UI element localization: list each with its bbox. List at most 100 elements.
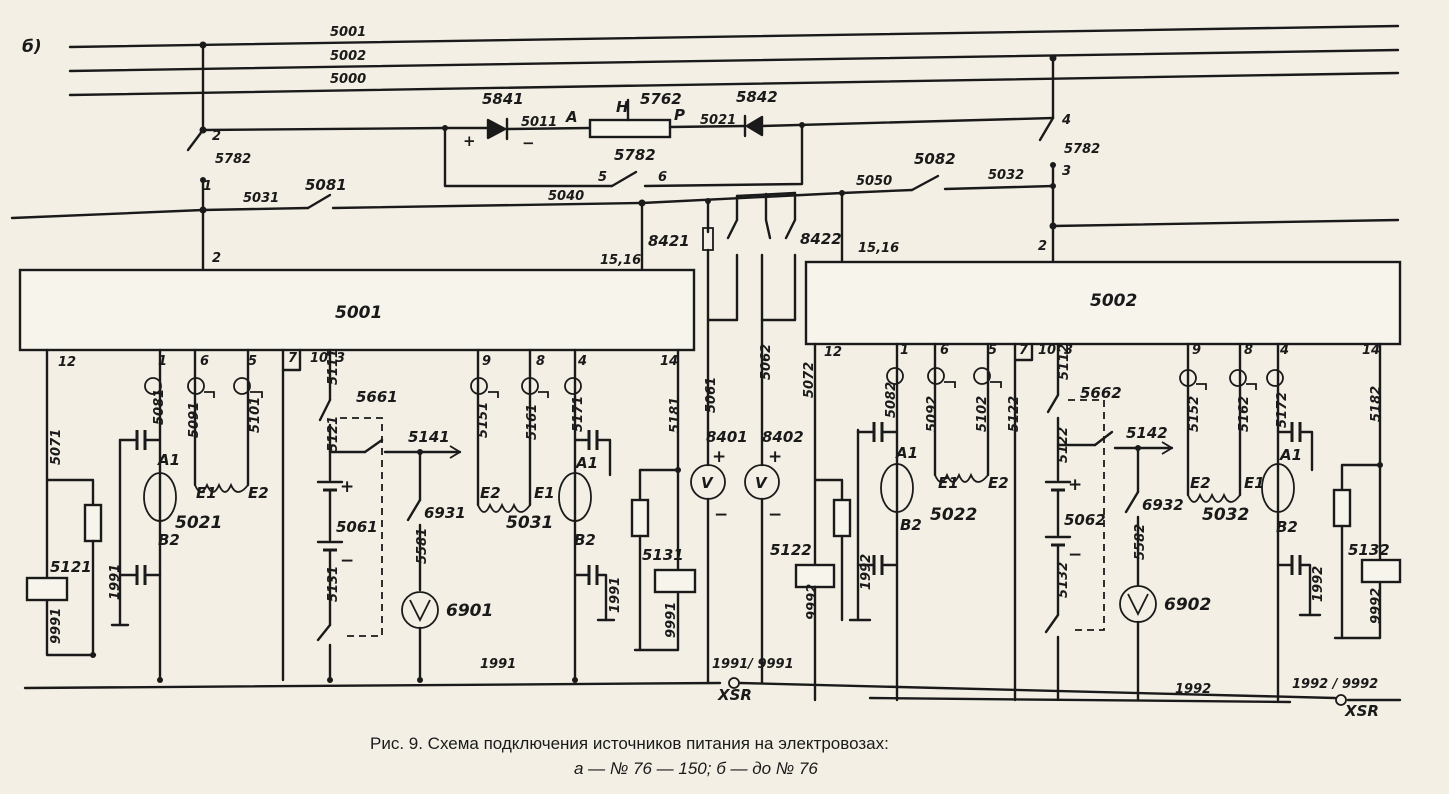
right-gen2-A1: А1 [1279,446,1302,464]
caption-line-1: Рис. 9. Схема подключения источников пит… [370,734,889,753]
right-gen-E2: Е2 [988,474,1009,492]
left-wire-9991b: 9991 [664,602,679,638]
block1-pins-15-16: 15,16 [600,253,641,268]
voltmeter-8401-label: 8401 [706,428,748,446]
left-wire-5071: 5071 [49,429,64,465]
xsr-left-label: XSR [717,686,752,704]
left-switch-6931: 6931 [424,504,466,522]
voltmeter-2-plus: + [768,447,782,467]
voltmeter-8402-label: 8402 [762,428,804,446]
left-pin-4: 4 [577,354,587,369]
right-lamp-label: 6902 [1164,595,1211,615]
left-wire-1991: 1991 [108,564,123,600]
left-pin-7: 7 [288,351,298,366]
right-gen2-E1: Е1 [1244,474,1265,492]
figure-letter: б) [22,37,42,57]
right-wire-5172: 5172 [1275,392,1290,428]
left-lamp-label: 6901 [446,601,493,621]
right-wire-5132: 5132 [1056,562,1071,598]
left-resistor-5121: 5121 [50,558,92,576]
right-resistor-5122: 5122 [770,541,812,559]
voltmeters: V V 8401 8402 5061 5062 + + − − [690,318,804,685]
right-wire-5082: 5082 [884,382,899,418]
left-switch-pin-2: 2 [212,129,221,144]
xsr-right-wires: 1992 / 9992 [1292,677,1378,692]
left-battery-plus: + [340,477,354,497]
bus-lines: 5001 5002 5000 [68,24,1400,97]
left-pin-3: 3 [336,351,345,366]
left-wire-5581: 5581 [415,528,430,564]
meter-wire-5061: 5061 [704,377,719,413]
right-pin-8: 8 [1244,343,1253,358]
right-generator-5022 [880,463,914,513]
relay-8422-label: 8422 [800,230,842,248]
right-pin-9: 9 [1192,343,1201,358]
left-gen2-E1: Е1 [534,484,555,502]
resistor-A-label: А [565,108,578,126]
middle-switch-pin-5: 5 [598,170,607,185]
block-5001 [18,268,696,352]
resistor-N-label: Н [616,98,629,116]
voltmeter-1-plus: + [712,447,726,467]
left-gen2-E2: Е2 [480,484,501,502]
bus-label-5001: 5001 [330,25,366,40]
left-switch-5661: 5661 [356,388,398,406]
left-wire-5151: 5151 [476,402,491,438]
left-circuits: 12 5071 5121 9991 1991 1 5081 5091 А1 В2… [25,348,697,683]
left-pin-5: 5 [248,354,257,369]
left-battery-5061: 5061 [336,518,378,536]
right-switch-6932: 6932 [1142,496,1184,514]
left-wire-5181: 5181 [668,397,683,433]
right-pin-1: 1 [900,343,909,358]
right-wire-5102: 5102 [975,396,990,432]
wire-5032-label: 5032 [988,168,1024,183]
right-switch-label: 5782 [1064,142,1100,157]
contact-5082-label: 5082 [914,150,956,168]
left-wire-5131: 5131 [326,566,341,602]
right-pin-7: 7 [1019,343,1029,358]
right-gen2-E2: Е2 [1190,474,1211,492]
left-wire-5161: 5161 [525,404,540,440]
right-wire-5072: 5072 [802,362,817,398]
right-pin-10: 10 [1038,343,1056,358]
left-generator-label: 5021 [175,513,222,533]
right-pin-12: 12 [824,345,842,360]
right-gen-E1: Е1 [938,474,959,492]
right-circuits: 12 5072 5122 9992 1992 1 5082 5092 А1 В2… [770,342,1402,702]
voltmeter-1-symbol: V [701,474,714,492]
left-pin-9: 9 [482,354,491,369]
right-pin-4: 4 [1279,343,1289,358]
right-wire-5092: 5092 [925,396,940,432]
bus-label-5002: 5002 [330,49,366,64]
ground-1991-label: 1991 [480,657,516,672]
contact-5081-label: 5081 [305,176,347,194]
wire-5040-label: 5040 [548,189,584,204]
left-switch-label: 5782 [215,152,251,167]
right-wire-9992: 9992 [805,584,820,620]
middle-switch-label: 5782 [614,146,656,164]
meter-wire-5062: 5062 [759,344,774,380]
voltmeter-1-minus: − [714,505,728,525]
left-wire-5081: 5081 [152,389,167,425]
right-wire-5162: 5162 [1237,396,1252,432]
right-switch-5662: 5662 [1080,384,1122,402]
right-wire-5112: 5112 [1057,344,1072,380]
right-battery-minus: − [1068,545,1082,565]
right-wire-5182: 5182 [1369,386,1384,422]
right-battery-5062: 5062 [1064,511,1106,529]
left-gen2-A1: А1 [575,454,598,472]
left-lamp-6901 [401,591,439,629]
left-pin-6: 6 [200,354,209,369]
wire-5011-label: 5011 [521,115,557,130]
left-gen-A1: А1 [157,451,180,469]
right-wire-5122c: 5122 [1056,427,1071,463]
block-5001-label: 5001 [335,303,382,323]
resistor-P-label: Р [674,106,685,124]
left-wire-5101: 5101 [248,397,263,433]
left-wire-5111: 5111 [326,349,341,385]
left-wire-5171: 5171 [571,396,586,432]
relay-8421-label: 8421 [648,232,690,250]
left-resistor-5131: 5131 [642,546,684,564]
